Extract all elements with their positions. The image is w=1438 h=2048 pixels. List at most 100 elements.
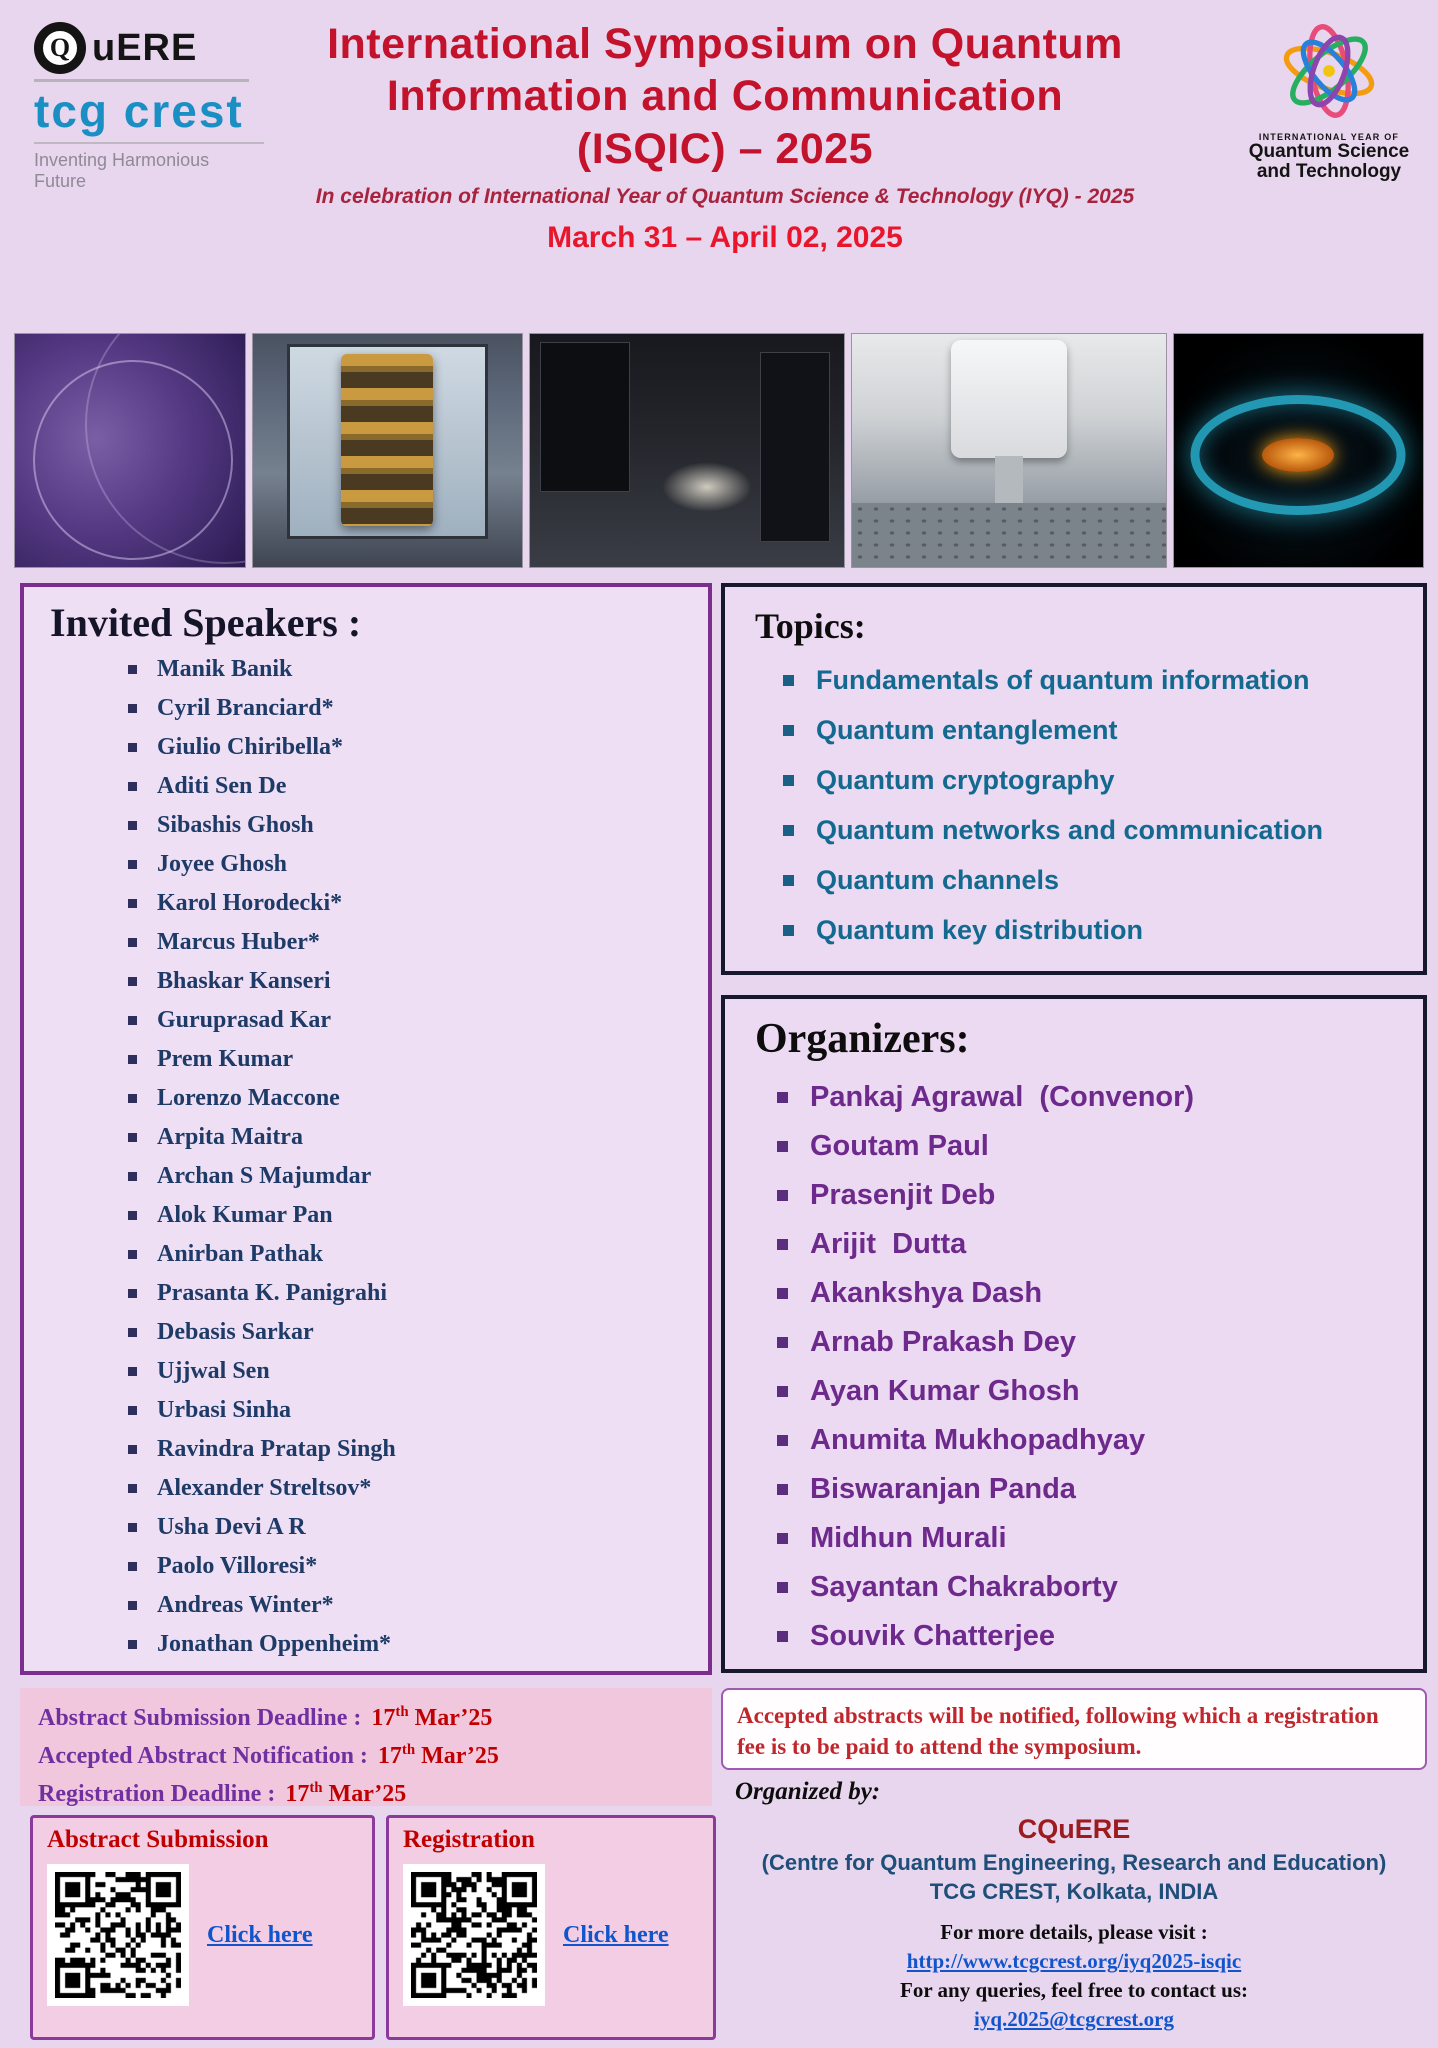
photo-quantum-math-art <box>14 333 246 568</box>
bullet-icon <box>128 860 137 869</box>
speaker-item-label: Giulio Chiribella* <box>157 734 344 760</box>
bullet-icon <box>128 1094 137 1103</box>
bullet-icon <box>128 1523 137 1532</box>
topic-item-label: Quantum cryptography <box>816 764 1115 795</box>
photo-decoration <box>341 354 434 526</box>
details-url-link[interactable]: http://www.tcgcrest.org/iyq2025-isqic <box>906 1949 1242 1974</box>
bullet-icon <box>128 1250 137 1259</box>
photo-decoration <box>759 352 830 542</box>
deadline-ordinal: th <box>309 1780 323 1796</box>
title-line-2: Information and Communication <box>386 72 1064 121</box>
deadline-month: Mar’25 <box>322 1781 407 1807</box>
speaker-item-label: Karol Horodecki* <box>157 890 343 916</box>
organizer-item: Prasenjit Deb <box>777 1171 1423 1220</box>
organizer-org-description: (Centre for Quantum Engineering, Researc… <box>761 1850 1387 1904</box>
bullet-icon <box>128 1601 137 1610</box>
acceptance-notice: Accepted abstracts will be notified, fol… <box>721 1688 1427 1770</box>
bullet-icon <box>128 1328 137 1337</box>
organized-by-block: Organized by: CQuERE (Centre for Quantum… <box>721 1778 1427 2032</box>
contact-email-link[interactable]: iyq.2025@tcgcrest.org <box>974 2007 1174 2032</box>
bullet-icon <box>128 899 137 908</box>
iyq-text-line-1: INTERNATIONAL YEAR OF <box>1258 132 1400 142</box>
bullet-icon <box>128 1133 137 1142</box>
bullet-icon <box>128 1172 137 1181</box>
bullet-icon <box>777 1092 788 1103</box>
speaker-item-label: Paolo Villoresi* <box>157 1553 318 1579</box>
abstract-submission-qr-code <box>55 1872 181 1998</box>
bullet-icon <box>128 1211 137 1220</box>
iyq-celebration-subtitle: In celebration of International Year of … <box>315 185 1135 209</box>
topic-item: Quantum cryptography <box>783 755 1423 805</box>
bullet-icon <box>777 1239 788 1250</box>
registration-qr-code <box>411 1872 537 1998</box>
speaker-item-label: Joyee Ghosh <box>157 851 288 877</box>
speaker-item-label: Marcus Huber* <box>157 929 320 955</box>
topic-item: Quantum key distribution <box>783 905 1423 955</box>
registration-title: Registration <box>403 1826 535 1853</box>
organizer-item-label: Pankaj Agrawal (Convenor) <box>810 1081 1195 1113</box>
speaker-item: Manik Banik <box>128 650 708 689</box>
speaker-item: Archan S Majumdar <box>128 1157 708 1196</box>
cquere-tcg-logo-block: Q uERE tcg crest Inventing Harmonious Fu… <box>34 22 284 192</box>
event-dates: March 31 – April 02, 2025 <box>547 221 903 255</box>
speaker-item: Guruprasad Kar <box>128 1001 708 1040</box>
topic-item-label: Quantum key distribution <box>816 914 1144 945</box>
speaker-item: Cyril Branciard* <box>128 689 708 728</box>
abstract-submission-title: Abstract Submission <box>47 1826 269 1853</box>
bullet-icon <box>777 1484 788 1495</box>
deadline-label: Abstract Submission Deadline : <box>38 1705 362 1731</box>
registration-link[interactable]: Click here <box>563 1921 669 1948</box>
photo-torus-visualization <box>1172 333 1424 568</box>
bullet-icon <box>783 824 794 836</box>
deadline-date: 17th Mar’25 <box>371 1704 493 1731</box>
bullet-icon <box>777 1582 788 1593</box>
tcg-tagline: Inventing Harmonious Future <box>34 142 264 192</box>
bullet-icon <box>128 1406 137 1415</box>
bullet-icon <box>777 1190 788 1201</box>
speaker-item: Andreas Winter* <box>128 1586 708 1625</box>
abstract-submission-link[interactable]: Click here <box>207 1921 313 1948</box>
speaker-item: Karol Horodecki* <box>128 884 708 923</box>
organizer-item: Sayantan Chakraborty <box>777 1563 1423 1612</box>
speaker-item-label: Lorenzo Maccone <box>157 1085 340 1111</box>
photo-decoration <box>539 342 630 492</box>
deadline-day: 17 <box>377 1743 402 1769</box>
iyq-text-line-2: Quantum Science <box>1248 141 1410 162</box>
organizer-item: Akankshya Dash <box>777 1269 1423 1318</box>
bullet-icon <box>128 821 137 830</box>
speaker-item-label: Cyril Branciard* <box>157 695 334 721</box>
speaker-item-label: Bhaskar Kanseri <box>157 968 331 994</box>
bullet-icon <box>128 1367 137 1376</box>
bullet-icon <box>777 1288 788 1299</box>
speaker-item-label: Debasis Sarkar <box>157 1319 314 1345</box>
photo-decoration <box>851 503 1166 567</box>
speaker-item-label: Aditi Sen De <box>157 773 287 799</box>
topics-title: Topics: <box>755 606 866 646</box>
speaker-item: Urbasi Sinha <box>128 1391 708 1430</box>
cquere-q-letter: Q <box>49 33 71 62</box>
photo-microscope-setup <box>850 333 1167 568</box>
topic-item-label: Quantum channels <box>816 864 1060 895</box>
speaker-item: Alok Kumar Pan <box>128 1196 708 1235</box>
bullet-icon <box>128 1016 137 1025</box>
speaker-item-label: Urbasi Sinha <box>157 1397 292 1423</box>
bullet-icon <box>783 724 794 736</box>
organizer-item-label: Akankshya Dash <box>810 1277 1043 1309</box>
speaker-item-label: Jonathan Oppenheim* <box>157 1631 392 1657</box>
organizer-item: Pankaj Agrawal (Convenor) <box>777 1073 1423 1122</box>
tcg-crest-logo-text: tcg crest <box>34 85 244 137</box>
organizer-item-label: Souvik Chatterjee <box>810 1620 1055 1652</box>
abstract-submission-qr-panel: Abstract Submission Click here <box>30 1815 375 2040</box>
deadline-month: Mar’25 <box>408 1705 493 1731</box>
bullet-icon <box>777 1337 788 1348</box>
speaker-item: Lorenzo Maccone <box>128 1079 708 1118</box>
bullet-icon <box>783 774 794 786</box>
speaker-item-label: Ravindra Pratap Singh <box>157 1436 396 1462</box>
bullet-icon <box>128 1484 137 1493</box>
organizer-item-label: Prasenjit Deb <box>810 1179 996 1211</box>
cquere-logo: Q uERE <box>34 22 284 74</box>
iyq-knot-icon <box>1283 24 1375 118</box>
bullet-icon <box>777 1631 788 1642</box>
